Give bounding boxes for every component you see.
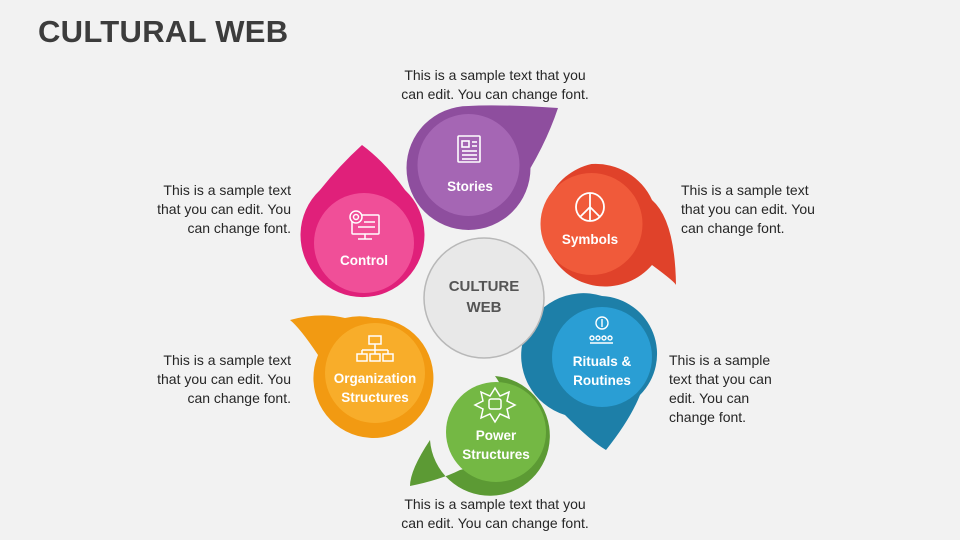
peace-icon [575, 192, 605, 222]
description-stories: This is a sample text that you can edit.… [401, 67, 589, 102]
petal-organization-label-line2: Structures [341, 390, 409, 405]
petal-power: Power Structures [410, 376, 550, 496]
petal-rituals-inner [552, 307, 652, 407]
petal-organization-label-line1: Organization [334, 371, 417, 386]
description-rituals: This is a sample text that you can edit.… [669, 352, 772, 425]
description-control: This is a sample text that you can edit.… [157, 182, 291, 236]
petal-stories-inner [417, 114, 520, 216]
petal-stories-label: Stories [447, 179, 493, 194]
center-label-line1: CULTURE [449, 278, 520, 295]
petal-control-inner [314, 193, 414, 293]
petal-control: Control [300, 145, 425, 298]
petal-symbols-label: Symbols [562, 232, 618, 247]
description-power: This is a sample text that you can edit.… [401, 496, 589, 531]
description-organization: This is a sample text that you can edit.… [157, 352, 291, 406]
description-symbols: This is a sample text that you can edit.… [681, 182, 815, 236]
petal-organization: Organization Structures [290, 315, 434, 438]
fist-burst-icon [473, 386, 517, 424]
petal-rituals: Rituals & Routines [521, 293, 658, 450]
petal-organization-inner [325, 323, 425, 423]
control-monitor-icon [349, 210, 380, 240]
page-title: CULTURAL WEB [38, 14, 289, 49]
petal-control-label: Control [340, 253, 388, 268]
center-node: CULTURE WEB [423, 237, 545, 359]
petal-power-label-line2: Structures [462, 447, 530, 462]
petal-power-inner [446, 382, 546, 482]
org-chart-icon [356, 335, 394, 362]
petal-symbols-inner [540, 173, 643, 275]
petal-rituals-label-line1: Rituals & [573, 354, 632, 369]
petal-power-label-line1: Power [476, 428, 517, 443]
petal-stories: Stories [406, 105, 558, 230]
center-circle [423, 237, 545, 359]
center-label-line2: WEB [467, 299, 502, 316]
ritual-crowd-icon [589, 316, 613, 344]
newspaper-icon [457, 135, 481, 163]
petal-symbols: Symbols [540, 163, 676, 287]
petal-rituals-label-line2: Routines [573, 373, 631, 388]
